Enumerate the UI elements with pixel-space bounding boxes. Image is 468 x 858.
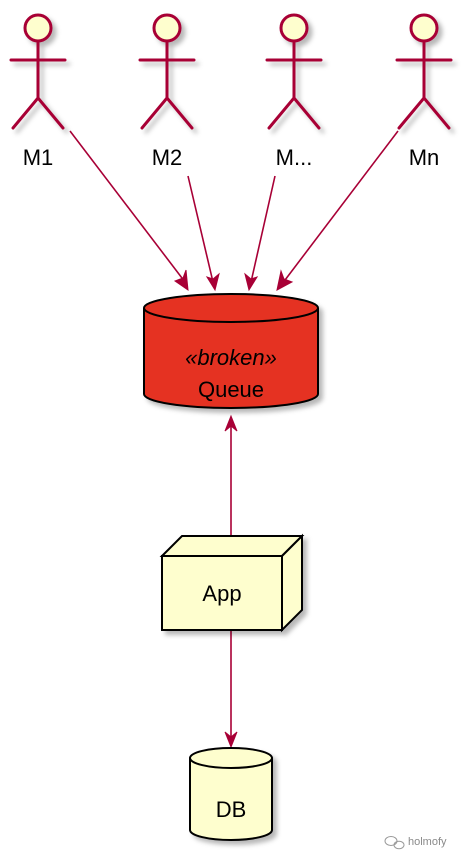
edges <box>69 130 399 749</box>
actor-label-mn: Mn <box>409 145 440 170</box>
db-label: DB <box>216 797 247 822</box>
app-node-top <box>159 535 305 557</box>
actor-head <box>409 13 439 43</box>
edge-m1-queue <box>69 130 186 283</box>
queue-cylinder <box>143 293 319 409</box>
db-cylinder-rim <box>189 757 273 769</box>
arrowhead-m1-queue <box>173 269 189 292</box>
queue-cylinder-rim <box>143 307 319 323</box>
app-label: App <box>202 581 241 606</box>
queue-node <box>143 293 319 409</box>
actor-label-m3: M... <box>276 145 313 170</box>
app-node-front <box>161 555 283 631</box>
arrowhead-app-queue <box>224 414 238 432</box>
watermark-text: holmofy <box>408 836 447 848</box>
edge-mn-queue <box>281 130 399 285</box>
actor-m3 <box>265 13 323 130</box>
actor-mn <box>395 13 453 130</box>
app-node <box>159 533 305 633</box>
wechat-icon <box>384 836 405 850</box>
actor-label-m2: M2 <box>152 145 183 170</box>
actor-head <box>279 13 309 43</box>
queue-stereotype: «broken» <box>185 345 277 370</box>
arrowhead-m3-queue <box>244 272 259 292</box>
edge-m3-queue <box>250 175 276 283</box>
arrowhead-mn-queue <box>276 269 294 291</box>
queue-label: Queue <box>198 377 264 402</box>
actor-head <box>23 13 53 43</box>
arrowhead-app-db <box>224 731 238 749</box>
actor-label-m1: M1 <box>23 145 54 170</box>
actor-head <box>152 13 182 43</box>
edge-m2-queue <box>187 175 214 283</box>
db-cylinder <box>189 747 273 841</box>
watermark: holmofy <box>384 836 447 850</box>
arrowhead-m2-queue <box>205 272 220 292</box>
db-node <box>189 747 273 841</box>
actor-m1 <box>9 13 67 130</box>
actor-m2 <box>138 13 196 130</box>
